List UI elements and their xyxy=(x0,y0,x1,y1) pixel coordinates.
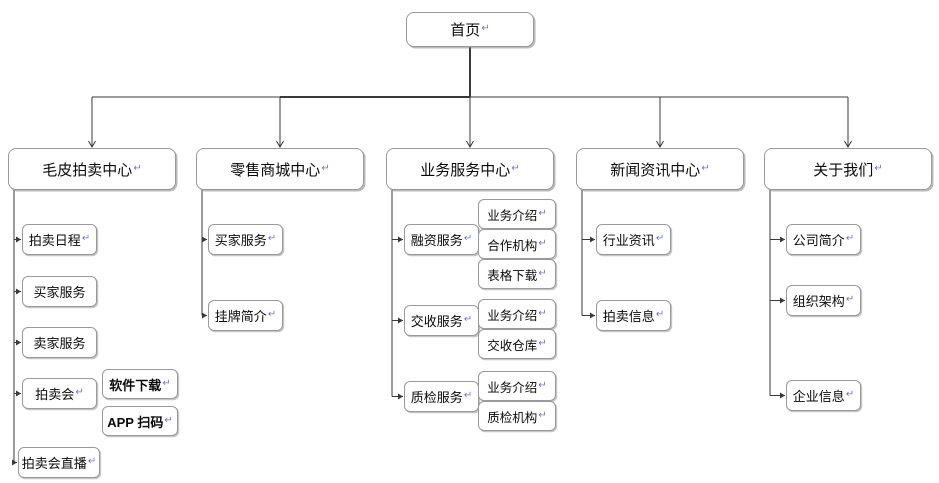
level2-node-4-2[interactable]: 拍卖信息↵ xyxy=(596,300,671,331)
level2-node-1-2[interactable]: 买家服务 xyxy=(22,276,97,307)
node-label: 业务介绍 xyxy=(487,208,538,223)
node-label: 交收仓库 xyxy=(487,338,538,353)
level2-node-3-3[interactable]: 质检服务↵ xyxy=(404,381,479,412)
node-label: 关于我们 xyxy=(813,161,874,179)
pilcrow-mark: ↵ xyxy=(845,294,855,305)
pilcrow-mark: ↵ xyxy=(267,233,277,244)
level1-node-3[interactable]: 业务服务中心↵ xyxy=(386,148,554,190)
node-label: 首页 xyxy=(450,22,481,39)
level1-node-5[interactable]: 关于我们↵ xyxy=(764,148,932,190)
node-label: 软件下载 xyxy=(109,377,162,393)
pilcrow-mark: ↵ xyxy=(655,233,665,244)
pilcrow-mark: ↵ xyxy=(538,207,547,219)
level1-node-2[interactable]: 零售商城中心↵ xyxy=(196,148,364,190)
level2-node-3-2[interactable]: 交收服务↵ xyxy=(404,305,479,336)
node-label: 毛皮拍卖中心 xyxy=(42,161,133,179)
node-label: 拍卖会 xyxy=(35,387,75,402)
node-label: 买家服务 xyxy=(214,233,267,248)
pilcrow-mark: ↵ xyxy=(701,162,710,174)
root-node-home[interactable]: 首页↵ xyxy=(406,12,534,47)
pilcrow-mark: ↵ xyxy=(162,377,171,389)
node-label: 行业资讯 xyxy=(602,233,655,248)
pilcrow-mark: ↵ xyxy=(845,233,855,244)
level2-node-2-2[interactable]: 挂牌简介↵ xyxy=(208,300,283,331)
level3-node-3-1-1[interactable]: 业务介绍↵ xyxy=(478,199,556,229)
node-label: 质检服务 xyxy=(410,390,463,405)
level2-node-1-4[interactable]: 拍卖会↵ xyxy=(22,378,97,409)
level1-node-1[interactable]: 毛皮拍卖中心↵ xyxy=(8,148,176,190)
node-label: 买家服务 xyxy=(33,285,86,300)
pilcrow-mark: ↵ xyxy=(267,309,277,320)
pilcrow-mark: ↵ xyxy=(538,379,547,391)
node-label: 表格下载 xyxy=(487,268,538,283)
pilcrow-mark: ↵ xyxy=(538,337,547,349)
node-label: 交收服务 xyxy=(410,314,463,329)
node-label: 质检机构 xyxy=(487,410,538,425)
node-label: 公司简介 xyxy=(792,233,845,248)
pilcrow-mark: ↵ xyxy=(538,267,547,279)
level3-node-3-2-1[interactable]: 业务介绍↵ xyxy=(478,299,556,329)
level3-node-3-3-2[interactable]: 质检机构↵ xyxy=(478,401,556,431)
pilcrow-mark: ↵ xyxy=(845,389,855,400)
node-label: 挂牌简介 xyxy=(214,309,267,324)
level2-node-2-1[interactable]: 买家服务↵ xyxy=(208,224,283,255)
node-label: 新闻资讯中心 xyxy=(610,161,701,179)
level2-node-5-3[interactable]: 企业信息↵ xyxy=(786,380,861,411)
pilcrow-mark: ↵ xyxy=(538,409,547,421)
pilcrow-mark: ↵ xyxy=(511,162,520,174)
pilcrow-mark: ↵ xyxy=(87,456,97,467)
level1-node-4[interactable]: 新闻资讯中心↵ xyxy=(576,148,744,190)
pilcrow-mark: ↵ xyxy=(75,387,84,398)
pilcrow-mark: ↵ xyxy=(481,23,490,34)
level2-node-1-5[interactable]: 拍卖会直播↵ xyxy=(18,447,100,478)
level3-node-3-1-2[interactable]: 合作机构↵ xyxy=(478,229,556,259)
level3-node-3-3-1[interactable]: 业务介绍↵ xyxy=(478,371,556,401)
level2-node-4-1[interactable]: 行业资讯↵ xyxy=(596,224,671,255)
level2-node-1-1[interactable]: 拍卖日程↵ xyxy=(22,224,97,255)
pilcrow-mark: ↵ xyxy=(321,162,330,174)
extra-node-1-1[interactable]: 软件下载↵ xyxy=(102,369,178,399)
pilcrow-mark: ↵ xyxy=(538,307,547,319)
node-label: 业务介绍 xyxy=(487,380,538,395)
pilcrow-mark: ↵ xyxy=(874,162,883,174)
level2-node-5-2[interactable]: 组织架构↵ xyxy=(786,285,861,316)
pilcrow-mark: ↵ xyxy=(463,314,473,325)
pilcrow-mark: ↵ xyxy=(81,233,91,244)
node-label: 融资服务 xyxy=(410,233,463,248)
pilcrow-mark: ↵ xyxy=(133,162,142,174)
node-label: 拍卖日程 xyxy=(28,233,81,248)
pilcrow-mark: ↵ xyxy=(463,390,473,401)
pilcrow-mark: ↵ xyxy=(655,309,665,320)
extra-node-1-2[interactable]: APP 扫码↵ xyxy=(102,406,178,436)
level2-node-5-1[interactable]: 公司简介↵ xyxy=(786,224,861,255)
node-label: 业务介绍 xyxy=(487,308,538,323)
level2-node-3-1[interactable]: 融资服务↵ xyxy=(404,224,479,255)
pilcrow-mark: ↵ xyxy=(463,233,473,244)
node-label: 零售商城中心 xyxy=(230,161,321,179)
pilcrow-mark: ↵ xyxy=(538,237,547,249)
node-label: 组织架构 xyxy=(792,294,845,309)
node-label: 合作机构 xyxy=(487,238,538,253)
level3-node-3-1-3[interactable]: 表格下载↵ xyxy=(478,259,556,289)
level3-node-3-2-2[interactable]: 交收仓库↵ xyxy=(478,329,556,359)
node-label: APP 扫码 xyxy=(107,414,164,430)
pilcrow-mark: ↵ xyxy=(164,414,173,426)
node-label: 业务服务中心 xyxy=(420,161,511,179)
node-label: 拍卖信息 xyxy=(602,309,655,324)
node-label: 卖家服务 xyxy=(33,336,86,351)
node-label: 拍卖会直播 xyxy=(21,456,87,471)
level2-node-1-3[interactable]: 卖家服务 xyxy=(22,327,97,358)
node-label: 企业信息 xyxy=(792,389,845,404)
